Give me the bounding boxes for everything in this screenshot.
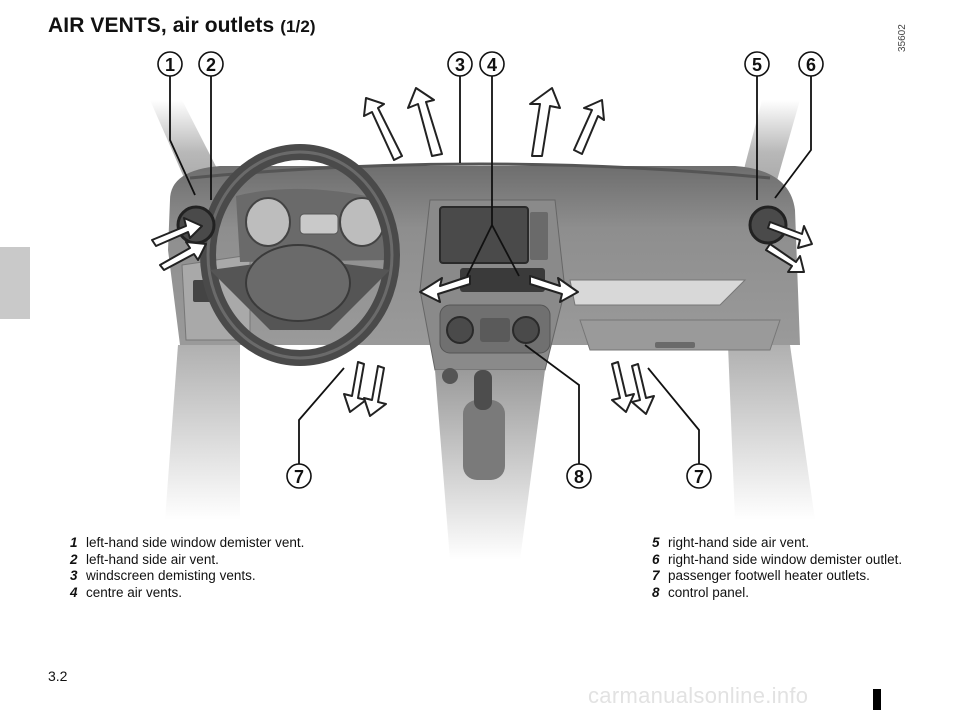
callout-4: 4 [479,51,505,77]
windscreen-arrow-4 [573,99,605,155]
screen-buttons [530,212,548,260]
callout-7-right: 7 [686,463,712,489]
right-control-knob [512,316,540,344]
rev-counter [245,197,291,247]
leader-7-right [647,367,700,476]
callout-2: 2 [198,51,224,77]
watermark: carmanualsonline.info [588,683,809,708]
leader-1 [169,64,196,196]
center-vents [460,268,545,292]
callout-1: 1 [157,51,183,77]
page-title-main: AIR VENTS, air outlets [48,14,275,37]
center-left-arrow [419,275,471,303]
svg-text:3: 3 [455,55,465,75]
svg-text:5: 5 [752,55,762,75]
windscreen-arrow-3 [529,87,561,157]
leader-4a [466,224,493,277]
callout-5: 5 [744,51,770,77]
callout-8: 8 [566,463,592,489]
leader-6 [774,64,812,199]
svg-text:7: 7 [694,467,704,487]
svg-text:7: 7 [294,467,304,487]
control-buttons [480,318,510,342]
passenger-trim [569,279,747,306]
section-tab [0,247,30,319]
svg-text:4: 4 [487,55,497,75]
right-vent-arrow-2 [765,243,805,273]
auxiliary-socket [442,368,458,384]
windscreen-arrow-2 [407,87,443,157]
glovebox-handle [655,342,695,348]
page-title: AIR VENTS, air outlets (1/2) [48,14,316,38]
callout-6: 6 [798,51,824,77]
windscreen-arrow-1 [363,97,403,161]
page-end-marker [873,689,881,710]
svg-text:8: 8 [574,467,584,487]
page-title-suffix: (1/2) [280,17,316,36]
right-side-panel [728,345,815,520]
svg-text:1: 1 [165,55,175,75]
callout-3: 3 [447,51,473,77]
callout-7-left: 7 [286,463,312,489]
leader-4b [491,224,520,277]
right-vent-arrow-1 [767,221,813,249]
gear-lever [474,370,492,410]
multimedia-screen [439,206,529,264]
center-right-arrow [529,275,579,303]
cluster-display [299,213,339,235]
left-footwell-arrow-1 [343,361,367,413]
dashboard-top [189,162,771,180]
steering-wheel-hub [245,244,351,322]
left-side-panel [165,345,240,520]
svg-text:6: 6 [806,55,816,75]
right-footwell-arrow-2 [631,363,655,415]
svg-text:2: 2 [206,55,216,75]
left-footwell-arrow-2 [363,365,387,417]
left-control-knob [446,316,474,344]
leader-8 [524,344,580,476]
leader-7-left [298,367,345,476]
glovebox [579,319,781,351]
left-vent-arrow-1 [151,217,203,247]
steering-wheel-rim-highlight [206,150,394,360]
right-footwell-arrow-1 [611,361,635,413]
gear-lever-boot [463,400,505,480]
left-vent-arrow-2 [159,241,207,271]
page-number: 3.2 [48,668,68,684]
